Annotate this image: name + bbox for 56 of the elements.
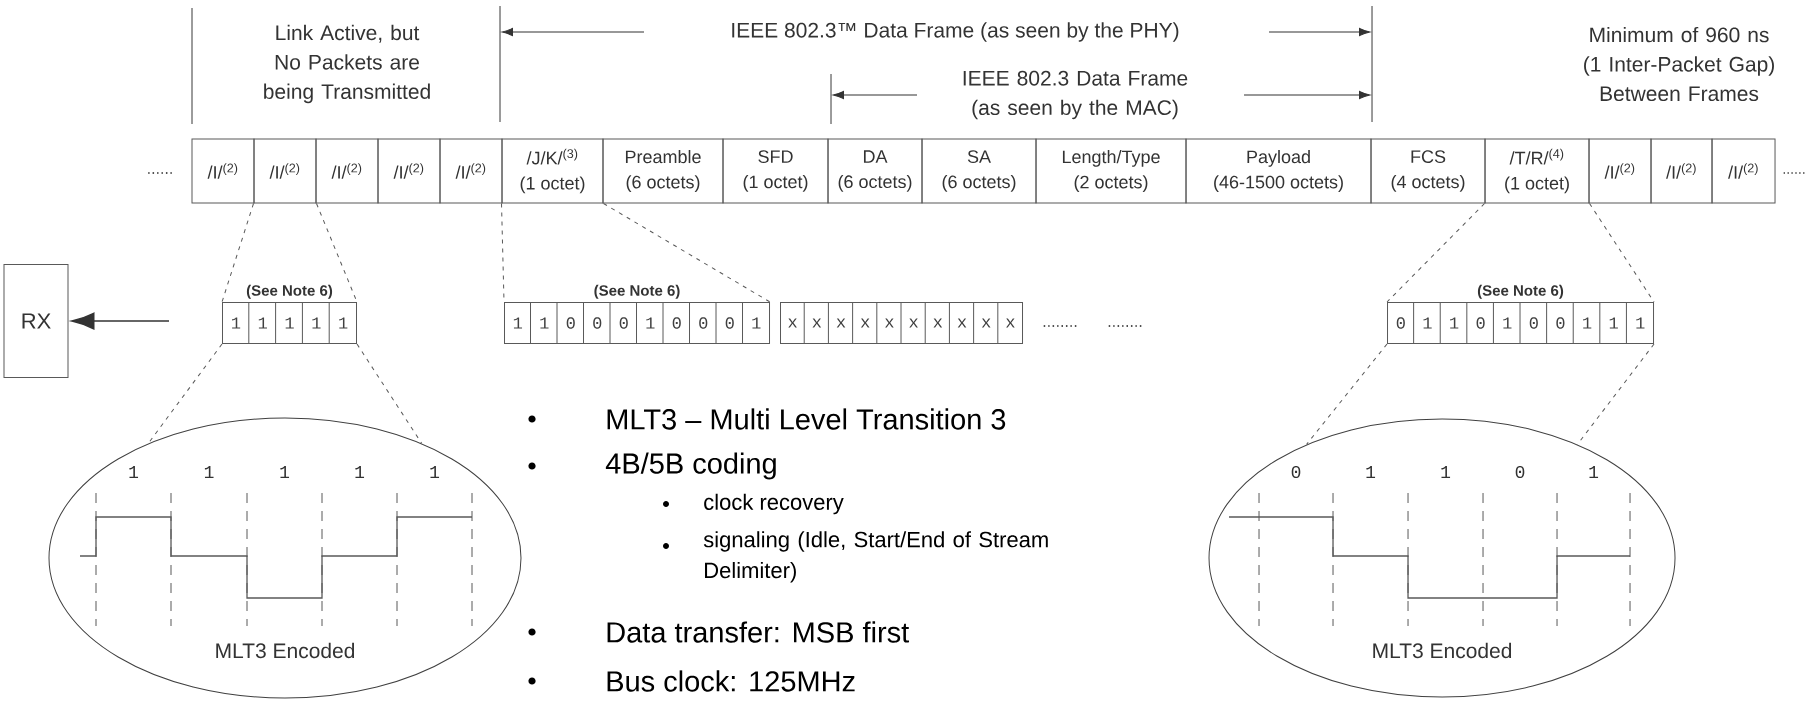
field-cell: DA (6 octets) — [827, 138, 923, 204]
bit-value: 1 — [204, 466, 214, 478]
zoom-line — [147, 343, 223, 444]
bullet-item: 4B/5B coding — [605, 452, 776, 480]
note-label: (See Note 6) — [246, 284, 333, 299]
field-cell: Length/Type (2 octets) — [1035, 138, 1187, 204]
span-label: IEEE 802.3 Data Frame (as seen by the MAC) — [963, 70, 1188, 120]
bit-sequence: x x x x x x x x x x — [780, 302, 1023, 344]
field-cell: /T/R/$^{(4)}$ (1 octet) — [1484, 138, 1590, 204]
bit-sequence: 1 1 0 0 0 1 0 0 0 1 — [504, 302, 770, 344]
ellipsis: ........ — [1043, 325, 1077, 327]
zoom-line — [1386, 203, 1485, 303]
bullet-item: signaling (Idle, Start/End of Stream Delimiter) — [703, 531, 1048, 583]
receiver-box: RX — [3, 264, 69, 378]
note-label: (See Note 6) — [594, 284, 680, 299]
bullet-item: Bus clock: 125MHz — [607, 670, 855, 692]
field-cell: /J/K/$^{(3)}$ (1 octet) — [501, 138, 604, 204]
bit-value: 1 — [1366, 466, 1376, 478]
zoom-line — [221, 203, 254, 303]
bit-value: 1 — [430, 466, 440, 478]
field-cell: /I/$^{(2)}$ — [1650, 138, 1713, 204]
field-cell: SA (6 octets) — [921, 138, 1037, 204]
field-cell: /I/$^{(2)}$ — [1588, 138, 1652, 204]
note-label: (See Note 6) — [1477, 284, 1564, 299]
bit-sequence: 0 1 1 0 1 0 0 1 1 1 — [1387, 302, 1654, 344]
bit-value: 1 — [1441, 466, 1451, 478]
field-cell: /I/$^{(2)}$ — [315, 138, 379, 204]
bit-value: 1 — [355, 466, 365, 478]
bit-value: 1 — [280, 466, 290, 478]
bullet-item: MLT3 – Multi Level Transition 3 — [607, 408, 1006, 430]
field-cell: /I/$^{(2)}$ — [253, 138, 317, 204]
field-cell: SFD (1 octet) — [722, 138, 829, 204]
field-cell: Preamble (6 octets) — [602, 138, 724, 204]
zoom-line — [603, 203, 771, 303]
ellipsis: ........ — [1108, 325, 1142, 327]
bullet-item: Data transfer: MSB first — [607, 621, 910, 643]
zoom-line — [1306, 343, 1388, 445]
zoom-line — [1589, 203, 1655, 303]
field-cell: /I/$^{(2)}$ — [377, 138, 441, 204]
bit-value: 1 — [1589, 466, 1599, 478]
zoom-line — [356, 343, 423, 444]
field-cell: /I/$^{(2)}$ — [439, 138, 503, 204]
bit-value: 0 — [1515, 465, 1525, 479]
bit-value: 0 — [1291, 465, 1301, 479]
annotation-text: Minimum of 960 ns (1 Inter-Packet Gap) Between Frames — [1584, 26, 1774, 102]
annotation-text: Link Active, but No Packets are being Transmitted — [264, 24, 430, 104]
field-cell: /I/$^{(2)}$ — [191, 138, 255, 204]
field-cell: /I/$^{(2)}$ — [1711, 138, 1776, 204]
ellipsis: ...... — [148, 172, 172, 174]
bullet-item: clock recovery — [704, 493, 844, 515]
span-label: IEEE 802.3™ Data Frame (as seen by the PHY) — [732, 22, 1179, 42]
field-cell: Payload (46-1500 octets) — [1185, 138, 1372, 204]
bit-sequence: 1 1 1 1 1 — [222, 302, 357, 344]
arrow — [71, 312, 170, 330]
field-cell: FCS (4 octets) — [1370, 138, 1486, 204]
bit-value: 1 — [129, 466, 139, 478]
